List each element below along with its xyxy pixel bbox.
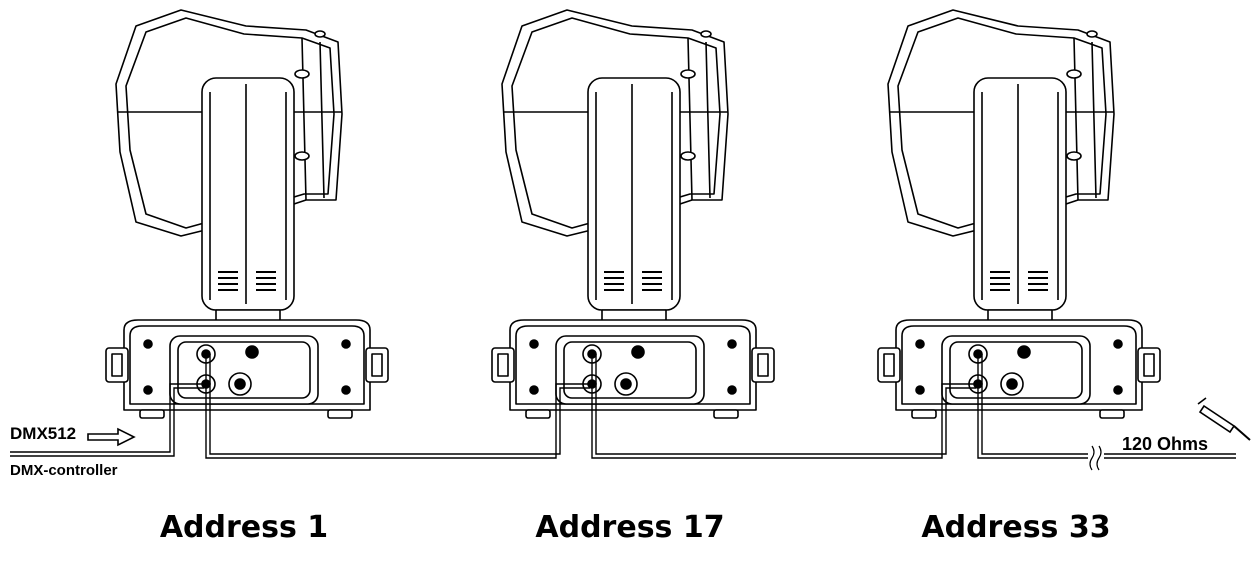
fixture-1-drawing	[105, 9, 389, 419]
input-arrow-icon	[87, 427, 136, 447]
cable-break-icon	[1089, 445, 1102, 471]
dmx512-label: DMX512	[10, 424, 77, 443]
dmx-cables	[10, 354, 1236, 459]
terminator-plug-icon	[1197, 397, 1251, 441]
terminator-label: 120 Ohms	[1122, 434, 1209, 454]
fixture-3-drawing	[877, 9, 1161, 419]
dmx-controller-label: DMX-controller	[10, 462, 118, 479]
fixture-2-address: Address 17	[535, 510, 725, 545]
fixture-1-address: Address 1	[159, 510, 329, 545]
fixture-2-drawing	[491, 9, 775, 419]
fixture-3-address: Address 33	[921, 510, 1111, 545]
